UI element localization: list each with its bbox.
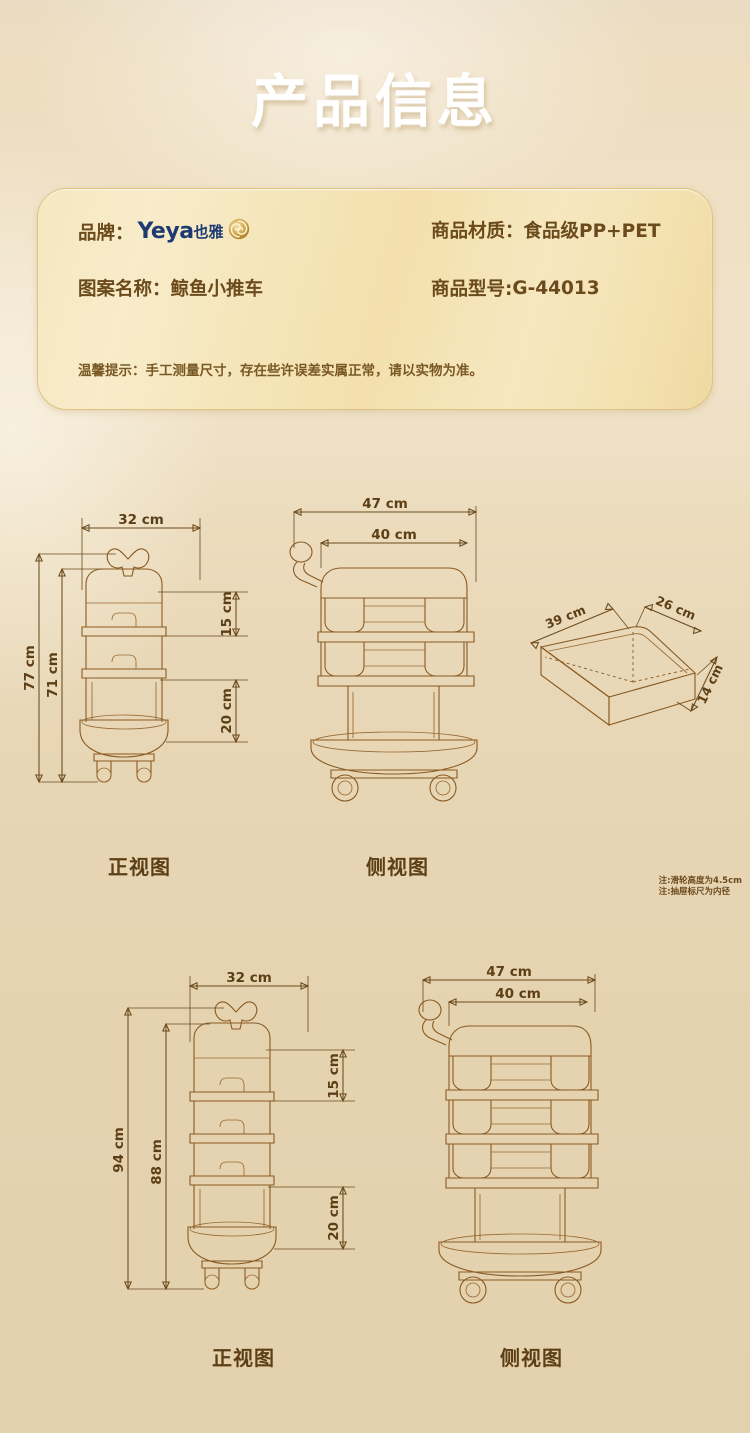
diagram-top-front-view: 32 cm <box>8 470 268 840</box>
diagram-basket-drawer: 39 cm 26 cm 14 cm <box>505 585 745 795</box>
dim-top-front-tier-upper: 15 cm <box>219 591 235 637</box>
dim-top-front-tier-lower: 20 cm <box>219 688 235 734</box>
dim-bottom-front-tier-lower: 20 cm <box>326 1195 342 1241</box>
note-drawer-inner: 注:抽屉标尺为内径 <box>658 887 731 897</box>
caption-top-side-view: 侧视图 <box>366 855 429 879</box>
warm-tip-text: 温馨提示：手工测量尺寸，存在些许误差实属正常，请以实物为准。 <box>78 363 483 379</box>
field-pattern-name-label: 图案名称： <box>78 279 171 300</box>
brand-logo-cn: 也雅 <box>193 224 224 241</box>
measurement-notes: 注:滑轮高度为4.5cm 注:抽屉标尺为内径 <box>659 876 742 898</box>
diagram-bottom-side-view: 47 cm 40 cm <box>405 950 675 1350</box>
rose-emblem-icon <box>227 217 251 246</box>
dim-basket-height: 14 cm <box>694 662 726 706</box>
caption-bottom-side-view: 侧视图 <box>500 1346 563 1370</box>
brand-logo: Yeya 也雅 <box>138 217 251 246</box>
field-pattern-name-value: 鲸鱼小推车 <box>170 279 264 300</box>
diagram-top-side-view: 47 cm 40 cm <box>275 470 505 840</box>
brand-logo-text: Yeya <box>137 218 195 244</box>
dim-basket-length: 39 cm <box>543 602 588 632</box>
field-brand-label: 品牌： <box>78 222 134 244</box>
dim-bottom-side-width-inner: 40 cm <box>495 986 541 1002</box>
field-model: 商品型号: G-44013 <box>431 275 600 301</box>
dim-top-side-width-inner: 40 cm <box>371 527 417 543</box>
dim-top-side-width-outer: 47 cm <box>362 496 408 512</box>
dim-basket-depth: 26 cm <box>653 593 698 623</box>
note-caster-height: 注:滑轮高度为4.5cm <box>658 876 742 886</box>
dim-bottom-front-height-body: 88 cm <box>149 1139 165 1185</box>
caption-top-front-view: 正视图 <box>108 855 171 879</box>
field-model-value: G-44013 <box>512 277 600 299</box>
dim-top-front-height-body: 71 cm <box>45 652 61 698</box>
page-title: 产品信息 <box>251 69 499 135</box>
field-material-value: 食品级PP+PET <box>523 221 661 242</box>
dim-bottom-front-width: 32 cm <box>226 970 272 986</box>
field-model-label: 商品型号: <box>431 279 513 300</box>
field-material: 商品材质： 食品级PP+PET <box>431 217 660 243</box>
caption-bottom-front-view: 正视图 <box>212 1346 275 1370</box>
field-pattern-name: 图案名称： 鲸鱼小推车 <box>78 275 263 301</box>
field-material-label: 商品材质： <box>431 221 524 242</box>
dim-bottom-side-width-outer: 47 cm <box>486 964 532 980</box>
diagram-bottom-front-view: 32 cm <box>90 950 370 1350</box>
field-brand: 品牌： Yeya 也雅 <box>78 217 251 246</box>
product-info-card: 品牌： Yeya 也雅 <box>37 188 713 410</box>
dim-bottom-front-tier-upper: 15 cm <box>326 1053 342 1099</box>
dim-top-front-height-total: 77 cm <box>22 645 38 691</box>
dim-bottom-front-height-total: 94 cm <box>111 1127 127 1173</box>
dim-top-front-width: 32 cm <box>118 512 164 528</box>
